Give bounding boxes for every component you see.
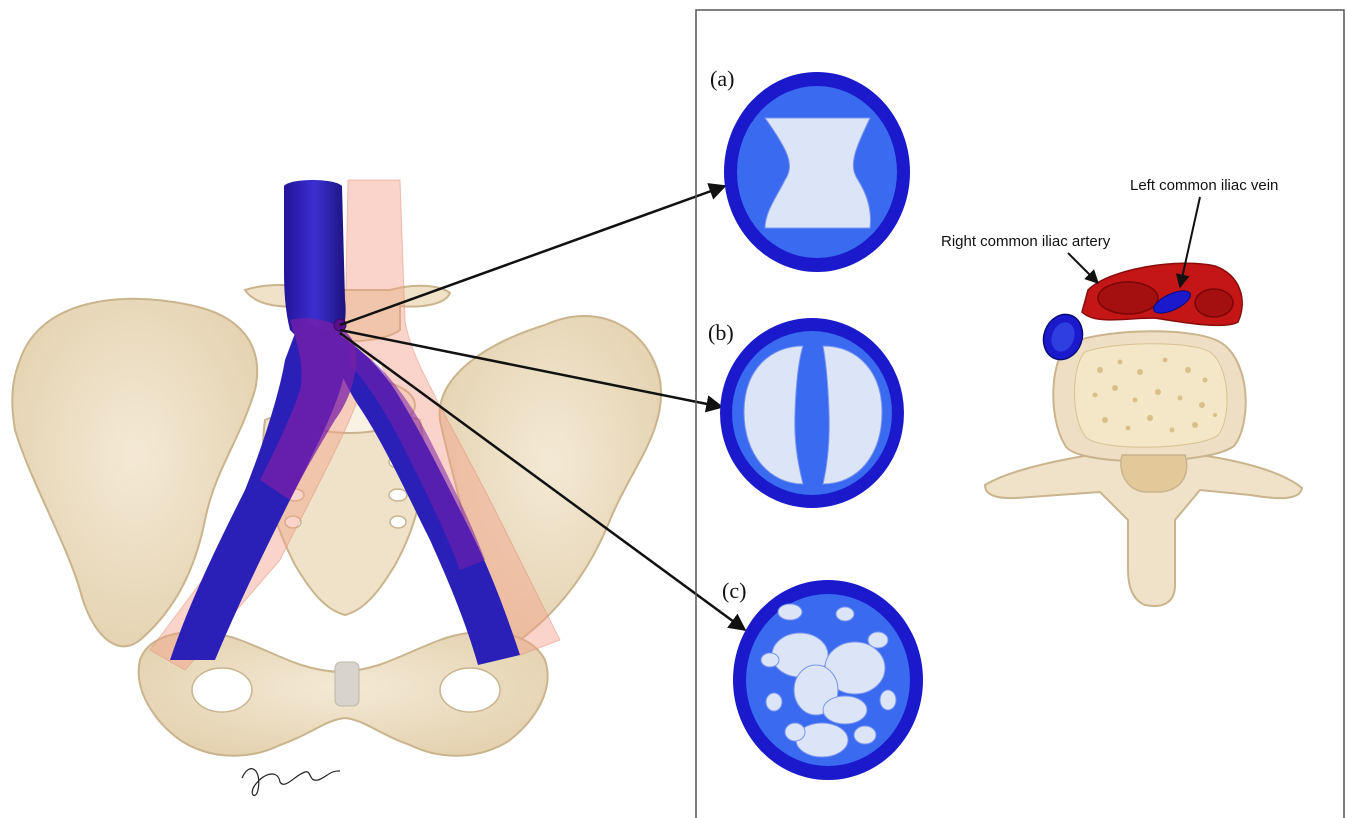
label-left-common-iliac-vein: Left common iliac vein — [1130, 177, 1278, 194]
obturator-foramen-left — [192, 668, 252, 712]
spinal-canal — [1121, 455, 1187, 492]
vertebra-cross-section: Left common iliac vein Right common ilia… — [941, 177, 1302, 606]
artery-lumen-left — [1098, 282, 1158, 314]
artist-signature — [242, 769, 340, 796]
panel-label-c: (c) — [722, 578, 746, 603]
label-right-common-iliac-artery: Right common iliac artery — [941, 233, 1111, 250]
pelvis-illustration — [12, 180, 661, 795]
artery-lumen-right — [1195, 289, 1233, 317]
obturator-foramen-right — [440, 668, 500, 712]
cross-section-c: (c) — [722, 578, 923, 780]
cross-section-a: (a) — [710, 66, 910, 272]
pubic-symphysis — [335, 662, 359, 706]
panel-label-b: (b) — [708, 320, 734, 345]
panel-label-a: (a) — [710, 66, 734, 91]
cross-section-b: (b) — [708, 318, 904, 508]
arrow-right-common-iliac-artery — [1068, 253, 1098, 283]
